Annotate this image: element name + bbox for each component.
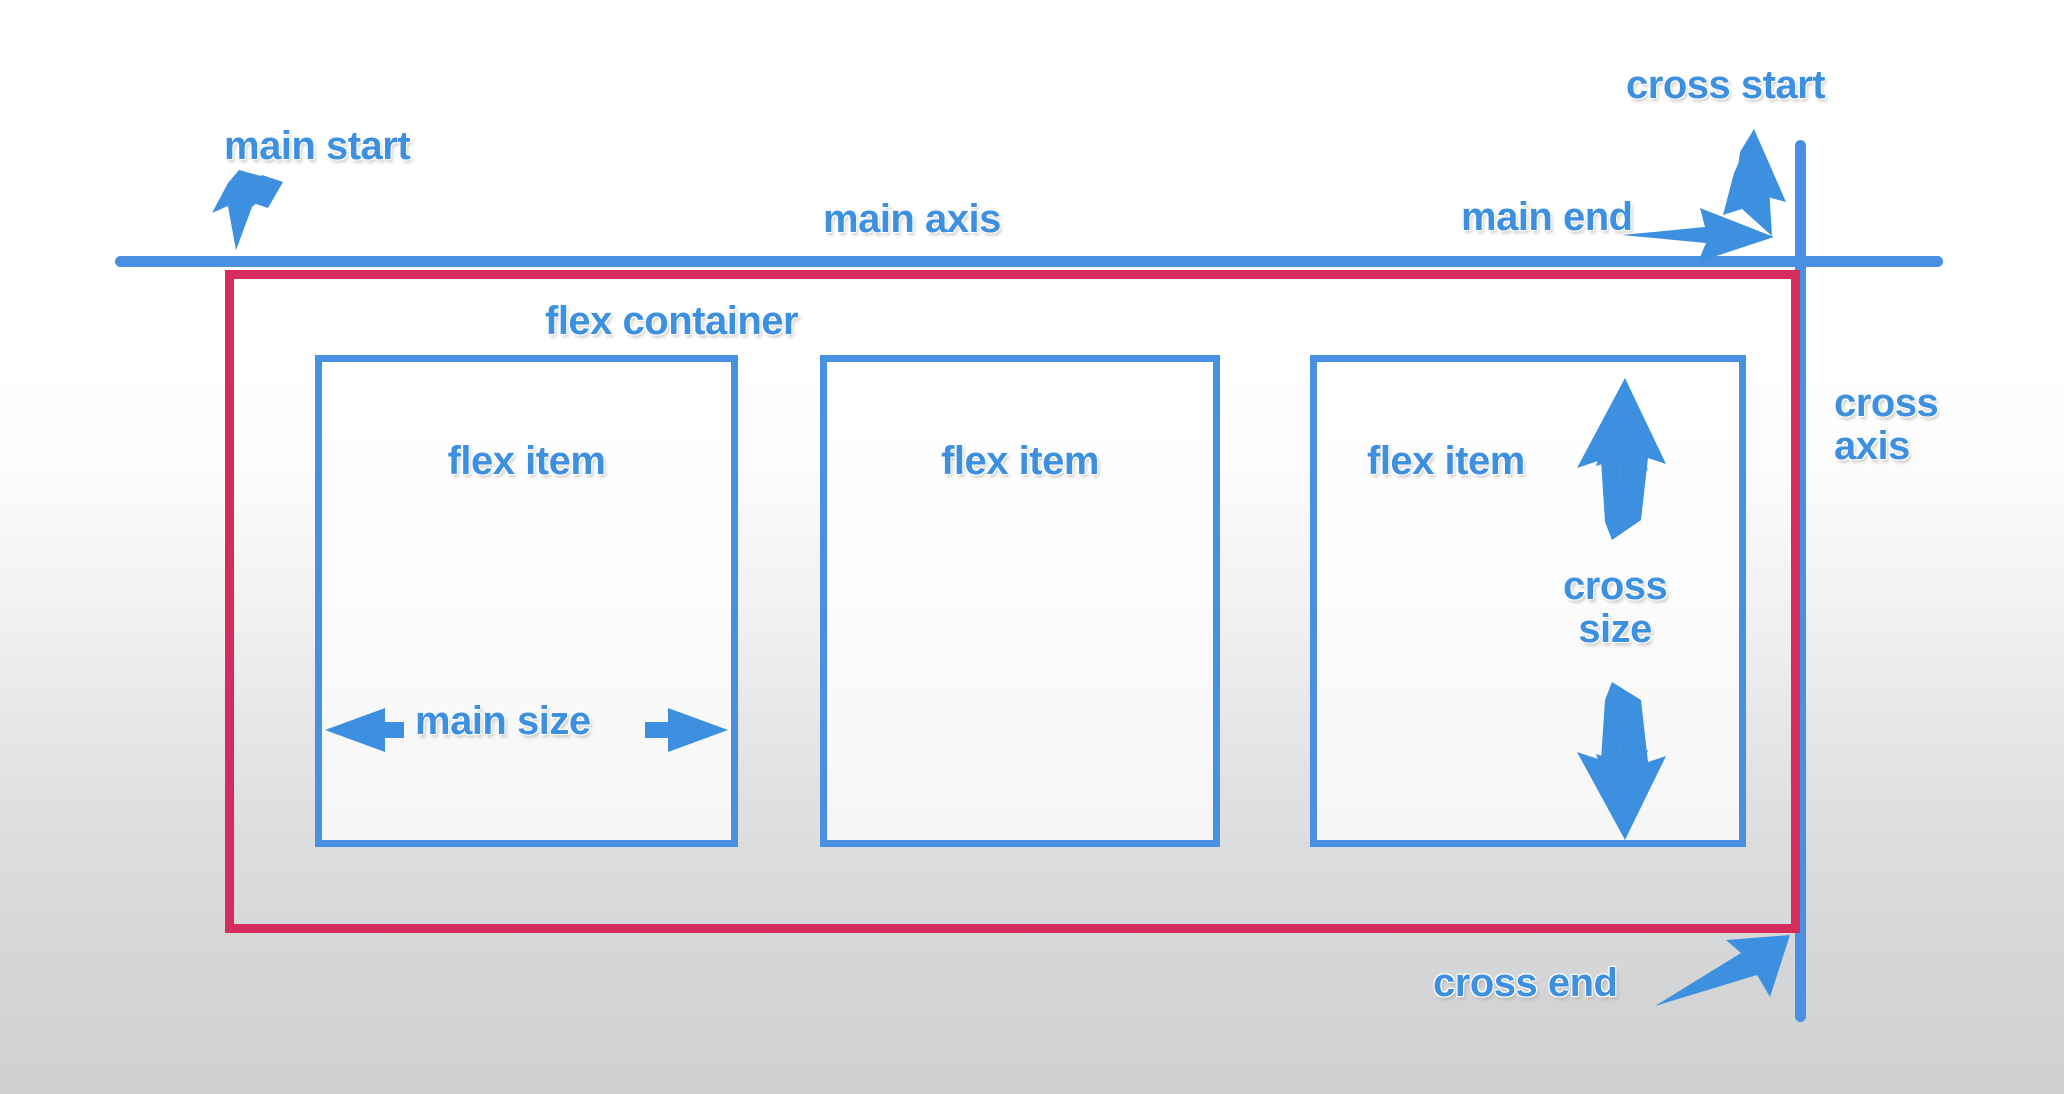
flex-item-2-label: flex item: [941, 439, 1099, 483]
main-start-label: main start: [224, 124, 411, 168]
main-start-arrow-icon: [212, 170, 283, 250]
flex-item-1: flex item: [315, 355, 738, 847]
cross-axis-line: [1795, 140, 1806, 1022]
main-end-label: main end: [1461, 195, 1633, 239]
flex-item-1-label: flex item: [447, 439, 606, 483]
cross-axis-label: cross axis: [1834, 381, 1939, 469]
flex-item-3-label: flex item: [1367, 439, 1525, 483]
main-size-label: main size: [415, 699, 591, 743]
cross-end-label: cross end: [1433, 961, 1618, 1005]
main-axis-line: [115, 256, 1943, 267]
cross-end-arrow-icon: [1655, 935, 1790, 1006]
flex-item-3: flex item: [1310, 355, 1746, 847]
flex-container-box: [225, 270, 1800, 933]
flex-item-2: flex item: [820, 355, 1220, 847]
main-axis-label: main axis: [823, 197, 1001, 241]
cross-size-label: cross size: [1563, 564, 1668, 652]
main-end-arrow-icon: [1622, 208, 1774, 262]
flex-container-label: flex container: [545, 299, 799, 343]
cross-start-label: cross start: [1626, 63, 1826, 107]
cross-start-arrow-icon: [1723, 129, 1786, 236]
